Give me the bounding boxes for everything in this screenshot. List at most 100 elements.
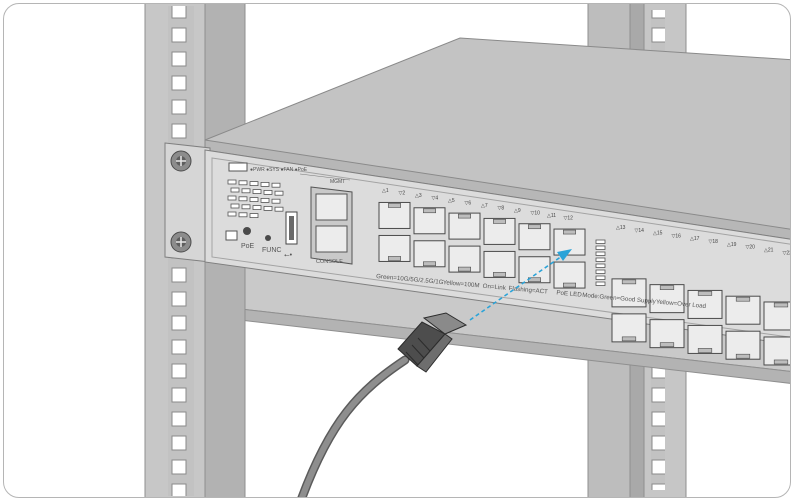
mgmt-label: MGMT	[330, 179, 345, 185]
ethernet-port-icon[interactable]	[448, 212, 481, 240]
led-indicator	[230, 187, 240, 193]
led-indicator	[263, 205, 273, 211]
rj45-connector	[397, 312, 468, 373]
led-indicator	[252, 205, 262, 211]
port-led	[595, 281, 606, 286]
led-indicator	[249, 213, 259, 219]
port-led	[595, 245, 606, 250]
func-button[interactable]: FUNC	[243, 227, 281, 254]
led-indicator	[271, 182, 281, 188]
ethernet-port-icon[interactable]	[725, 330, 761, 360]
led-indicator	[274, 206, 284, 212]
port-number-label: △1	[382, 188, 389, 194]
port-number-label: ▽4	[432, 196, 439, 202]
ethernet-port-icon[interactable]	[483, 250, 516, 278]
port-number-label: △17	[690, 236, 700, 242]
legend-overload: Yellow=Over Load	[656, 298, 707, 310]
status-led-labels: ●PWR ●SYS ●FAN ●PoE	[250, 167, 308, 173]
ethernet-port-icon[interactable]	[518, 256, 551, 284]
led-indicator	[238, 212, 248, 218]
port-number-label: ▽20	[746, 245, 756, 251]
led-indicator	[241, 188, 251, 194]
port-led	[595, 269, 606, 274]
led-indicator-grid	[227, 179, 284, 219]
led-indicator	[238, 196, 248, 202]
ethernet-port-icon[interactable]	[649, 284, 685, 314]
figure-frame	[3, 3, 791, 498]
usb-port[interactable]: ⭠•	[284, 211, 298, 259]
ethernet-port-icon[interactable]	[725, 295, 761, 325]
status-led-row: ●PWR ●SYS ●FAN ●PoE MGMT	[228, 162, 351, 185]
led-indicator	[230, 203, 240, 209]
mounting-bracket	[164, 142, 211, 263]
led-indicator	[227, 195, 237, 201]
port-number-label: ▽18	[709, 239, 719, 245]
port-number-label: ▽10	[531, 211, 541, 217]
ethernet-port-icon[interactable]	[763, 301, 796, 331]
poe-button-label: PoE	[241, 243, 255, 250]
led-indicator	[249, 197, 259, 203]
led-indicator	[260, 197, 270, 203]
port-number-label: △9	[514, 208, 521, 214]
ethernet-port-icon[interactable]	[448, 245, 481, 273]
port-number-label: ▽12	[564, 216, 574, 222]
port-number-label: △7	[481, 203, 488, 209]
legend-link: On=Link	[482, 283, 507, 292]
console-mgmt-ports: CONSOLE	[310, 186, 353, 265]
led-indicator	[271, 198, 281, 204]
port-number-label: △15	[653, 231, 663, 237]
port-number-label: ▽8	[498, 206, 505, 212]
ethernet-port-icon[interactable]	[483, 217, 516, 245]
ethernet-port-icon[interactable]	[378, 201, 411, 229]
ethernet-port-icon[interactable]	[611, 313, 647, 343]
ethernet-port-icon[interactable]	[378, 234, 411, 262]
ethernet-port-icon[interactable]	[763, 336, 796, 366]
port-number-labels: △1▽2△3▽4△5▽6△7▽8△9▽10△11▽12△13▽14△15▽16△…	[382, 188, 793, 256]
led-indicator	[227, 179, 237, 185]
port-number-label: ▽16	[672, 233, 682, 239]
usb-icon: ⭠•	[284, 252, 293, 259]
port-led	[595, 257, 606, 262]
port-number-label: ▽2	[399, 191, 406, 197]
ethernet-port-icon[interactable]	[553, 261, 586, 289]
port-number-label: △13	[616, 225, 626, 231]
led-indicator	[252, 189, 262, 195]
port-led	[595, 251, 606, 256]
port-number-label: ▽14	[635, 228, 645, 234]
mgmt-port[interactable]	[315, 193, 348, 221]
legend-speed-yellow: Yellow=100M	[443, 279, 480, 289]
console-port[interactable]	[315, 225, 348, 253]
led-indicator	[260, 181, 270, 187]
port-led	[595, 263, 606, 268]
port-number-label: ▽6	[465, 201, 472, 207]
poe-button[interactable]: PoE	[225, 230, 255, 250]
ethernet-port-icon[interactable]	[518, 223, 551, 251]
led-indicator	[238, 180, 248, 186]
led-indicator	[249, 181, 259, 187]
ethernet-port-icon[interactable]	[687, 324, 723, 354]
legend-poe-led: PoE LED	[556, 289, 583, 298]
ethernet-port-icon[interactable]	[413, 207, 446, 235]
port-number-label: ▽22	[783, 250, 793, 256]
ethernet-cable	[295, 312, 468, 497]
ethernet-port-icon[interactable]	[687, 289, 723, 319]
port-number-label: △3	[415, 193, 422, 199]
func-button-label: FUNC	[262, 247, 281, 254]
mounting-screw-icon	[170, 231, 192, 253]
led-indicator	[263, 189, 273, 195]
switch-front-panel	[204, 149, 790, 346]
ethernet-port-icon[interactable]	[413, 240, 446, 268]
port-number-label: △5	[448, 198, 455, 204]
port-bank-13-24	[611, 278, 796, 366]
port-bank-1-12	[378, 201, 586, 289]
dashed-arrow-icon	[469, 249, 572, 321]
port-number-label: △19	[727, 242, 737, 248]
port-led	[595, 239, 606, 244]
ethernet-port-icon[interactable]	[649, 319, 685, 349]
led-indicator	[274, 190, 284, 196]
ethernet-port-icon[interactable]	[611, 278, 647, 308]
legend-act: Flashing=ACT	[508, 285, 548, 296]
led-indicator	[241, 204, 251, 210]
